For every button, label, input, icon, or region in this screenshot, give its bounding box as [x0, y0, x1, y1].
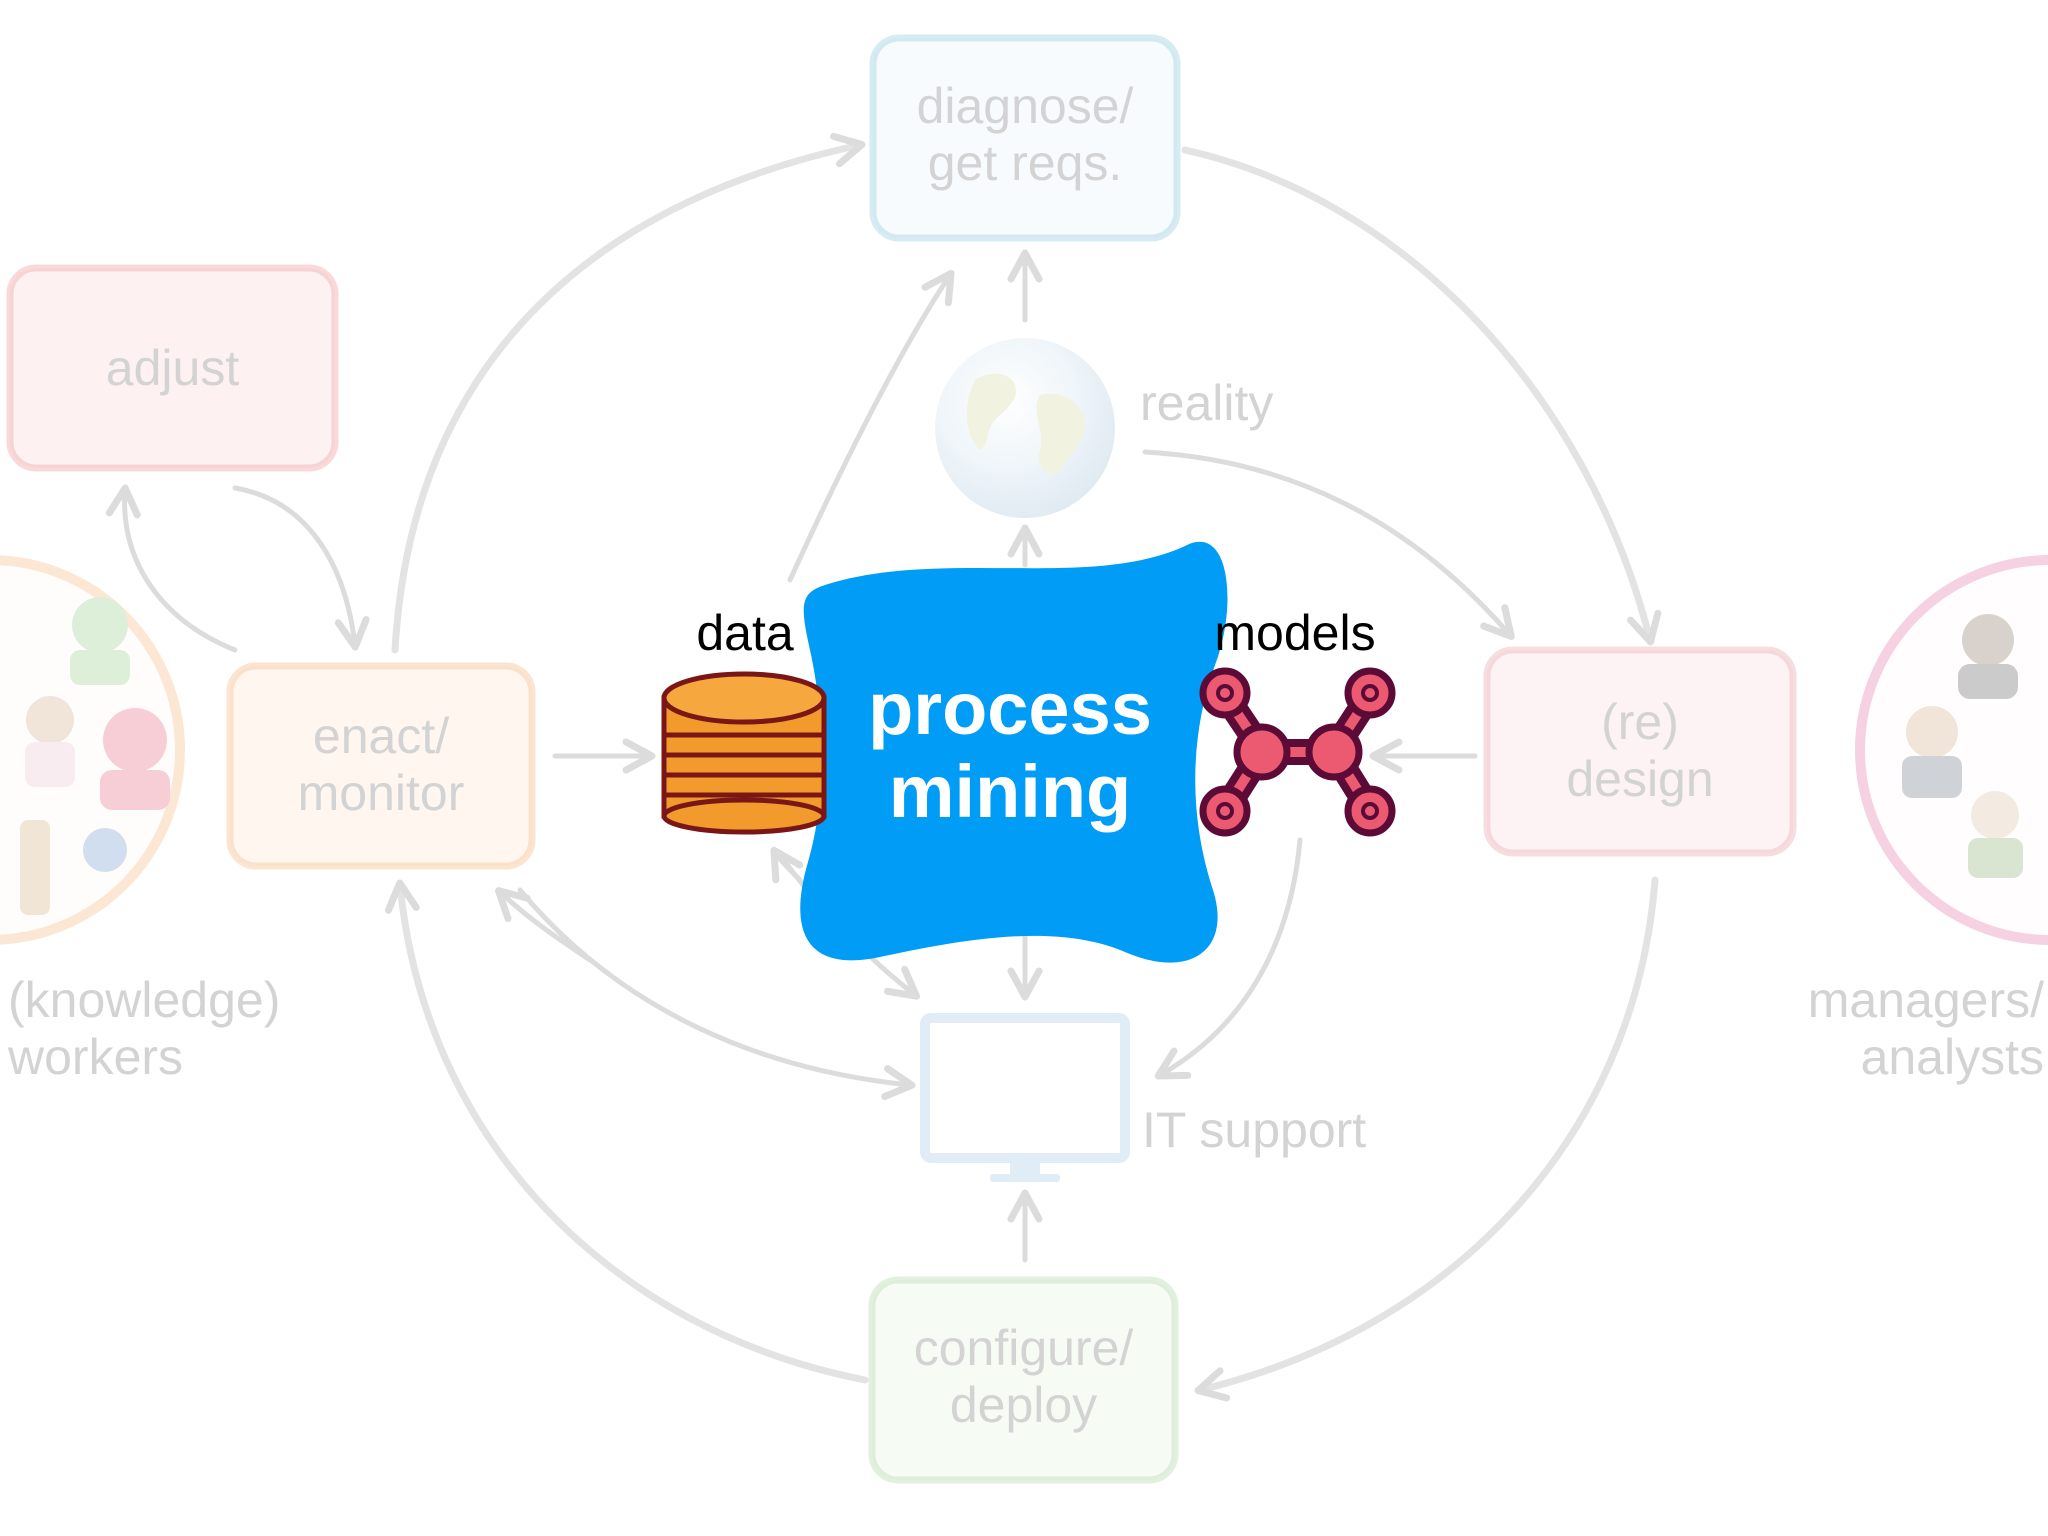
process-mining-line2: mining: [888, 749, 1132, 833]
diagnose-line2: get reqs.: [927, 135, 1123, 191]
arrow-adjust-to-enact: [232, 485, 370, 651]
adjust-box: [6, 264, 339, 472]
diagnose-box: [869, 34, 1181, 242]
diagnose-label: diagnose/ get reqs.: [873, 78, 1177, 192]
redesign-box: [1483, 646, 1797, 857]
arrow-diagnose-to-redesign: [1181, 146, 1662, 646]
enact-label: enact/ monitor: [230, 708, 532, 822]
reality-label: reality: [1140, 375, 1274, 431]
inner-arrows: [105, 249, 1515, 1263]
arrow-enact-to-it: [517, 887, 916, 1101]
process-model-graph-icon: [1199, 667, 1396, 837]
monitor-icon: [920, 1013, 1130, 1182]
process-mining-blob: [800, 541, 1228, 963]
arrow-data-to-diagnose: [787, 269, 955, 583]
configure-line2: deploy: [949, 1377, 1098, 1433]
it-support-label: IT support: [1142, 1102, 1367, 1158]
redesign-label: (re) design: [1487, 694, 1793, 808]
data-label: data: [696, 605, 794, 661]
managers-group-icon: [1855, 555, 2048, 945]
managers-line2: analysts: [1860, 1029, 2044, 1085]
configure-box: [868, 1276, 1179, 1484]
arrow-models-to-it: [1154, 837, 1303, 1080]
adjust-text: adjust: [105, 340, 240, 396]
arrow-redesign-to-configure: [1194, 876, 1659, 1402]
enact-line2: monitor: [297, 765, 465, 821]
arrow-reality-to-redesign: [1142, 449, 1515, 641]
process-mining-label: process mining: [830, 667, 1190, 834]
configure-line1: configure/: [913, 1320, 1134, 1376]
diagnose-line1: diagnose/: [916, 78, 1134, 134]
managers-label: managers/ analysts: [1808, 972, 2044, 1086]
process-mining-line1: process: [868, 667, 1152, 750]
globe-icon: [935, 338, 1115, 518]
outer-cycle-arrows: [384, 132, 1662, 1402]
redesign-line2: design: [1566, 751, 1714, 807]
models-label: models: [1214, 605, 1376, 661]
arrow-it-to-enact: [495, 887, 593, 963]
workers-label: (knowledge) workers: [8, 972, 280, 1086]
workers-line2: workers: [8, 1029, 184, 1085]
managers-line1: managers/: [1807, 972, 2044, 1028]
enact-line1: enact/: [312, 708, 450, 764]
database-icon: [661, 671, 827, 835]
configure-label: configure/ deploy: [872, 1320, 1175, 1434]
redesign-line1: (re): [1601, 694, 1679, 750]
arrow-configure-to-enact: [384, 879, 869, 1384]
workers-group-icon: [0, 555, 185, 945]
arrow-enact-to-diagnose: [391, 132, 866, 654]
adjust-label: adjust: [10, 340, 335, 397]
arrow-enact-to-adjust: [105, 484, 238, 653]
workers-line1: (knowledge): [8, 972, 281, 1028]
enact-box: [226, 662, 536, 870]
arrow-it-to-mining: [770, 846, 804, 884]
